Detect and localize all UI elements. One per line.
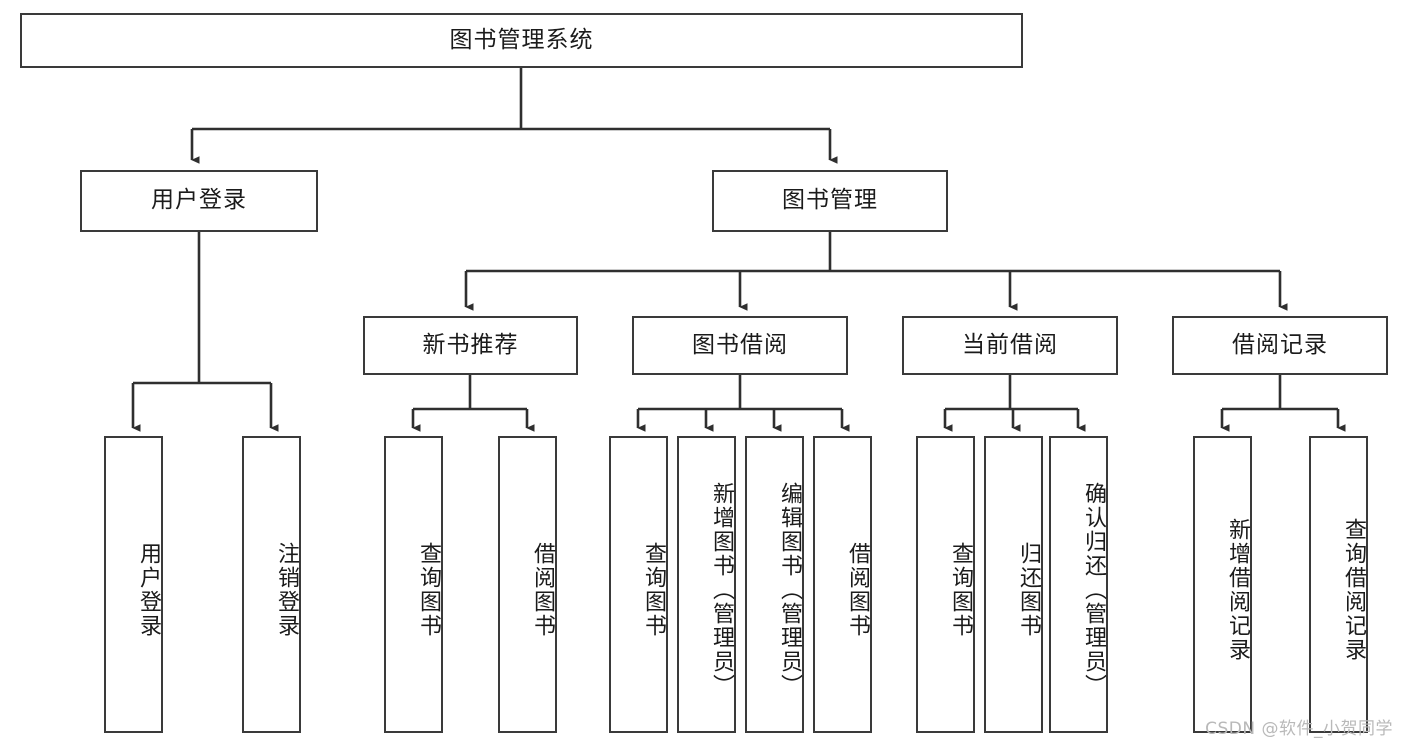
node-root-book-management-system[interactable]: 图书管理系统 bbox=[20, 13, 1023, 68]
node-current-borrow[interactable]: 当前借阅 bbox=[902, 316, 1118, 375]
node-label: 确认归还（管理员） bbox=[1081, 481, 1106, 698]
node-book-borrow[interactable]: 图书借阅 bbox=[632, 316, 848, 375]
node-label: 查询图书 bbox=[948, 541, 973, 638]
leaf-add-borrow-record[interactable]: 新增借阅记录 bbox=[1193, 436, 1252, 733]
leaf-user-logout[interactable]: 注销登录 bbox=[242, 436, 301, 733]
node-label: 查询图书 bbox=[641, 541, 666, 638]
node-label: 归还图书 bbox=[1016, 541, 1041, 638]
node-label: 用户登录 bbox=[136, 541, 161, 638]
node-label: 图书借阅 bbox=[692, 331, 788, 358]
leaf-query-book-borrow[interactable]: 查询图书 bbox=[609, 436, 668, 733]
node-label: 用户登录 bbox=[151, 187, 247, 214]
leaf-query-book-recommend[interactable]: 查询图书 bbox=[384, 436, 443, 733]
leaf-edit-book-admin[interactable]: 编辑图书（管理员） bbox=[745, 436, 804, 733]
node-new-book-recommend[interactable]: 新书推荐 bbox=[363, 316, 578, 375]
node-label: 查询图书 bbox=[416, 541, 441, 638]
node-label: 借阅记录 bbox=[1232, 331, 1328, 358]
node-label: 注销登录 bbox=[274, 541, 299, 638]
node-label: 新增借阅记录 bbox=[1225, 517, 1250, 662]
leaf-query-borrow-record[interactable]: 查询借阅记录 bbox=[1309, 436, 1368, 733]
node-label: 图书管理系统 bbox=[449, 26, 594, 53]
node-borrow-record[interactable]: 借阅记录 bbox=[1172, 316, 1388, 375]
leaf-borrow-book-recommend[interactable]: 借阅图书 bbox=[498, 436, 557, 733]
node-label: 编辑图书（管理员） bbox=[777, 481, 802, 698]
node-label: 新增图书（管理员） bbox=[709, 481, 734, 698]
node-book-management[interactable]: 图书管理 bbox=[712, 170, 948, 232]
node-label: 图书管理 bbox=[782, 187, 878, 214]
node-label: 借阅图书 bbox=[845, 541, 870, 638]
leaf-borrow-book-borrow[interactable]: 借阅图书 bbox=[813, 436, 872, 733]
node-label: 查询借阅记录 bbox=[1341, 517, 1366, 662]
node-user-login[interactable]: 用户登录 bbox=[80, 170, 318, 232]
leaf-add-book-admin[interactable]: 新增图书（管理员） bbox=[677, 436, 736, 733]
node-label: 新书推荐 bbox=[422, 331, 519, 358]
node-label: 当前借阅 bbox=[962, 331, 1058, 358]
leaf-user-login[interactable]: 用户登录 bbox=[104, 436, 163, 733]
leaf-query-book-current[interactable]: 查询图书 bbox=[916, 436, 975, 733]
leaf-confirm-return-admin[interactable]: 确认归还（管理员） bbox=[1049, 436, 1108, 733]
leaf-return-book[interactable]: 归还图书 bbox=[984, 436, 1043, 733]
csdn-watermark: CSDN @软件_小贺同学 bbox=[1205, 719, 1393, 739]
node-label: 借阅图书 bbox=[530, 541, 555, 638]
